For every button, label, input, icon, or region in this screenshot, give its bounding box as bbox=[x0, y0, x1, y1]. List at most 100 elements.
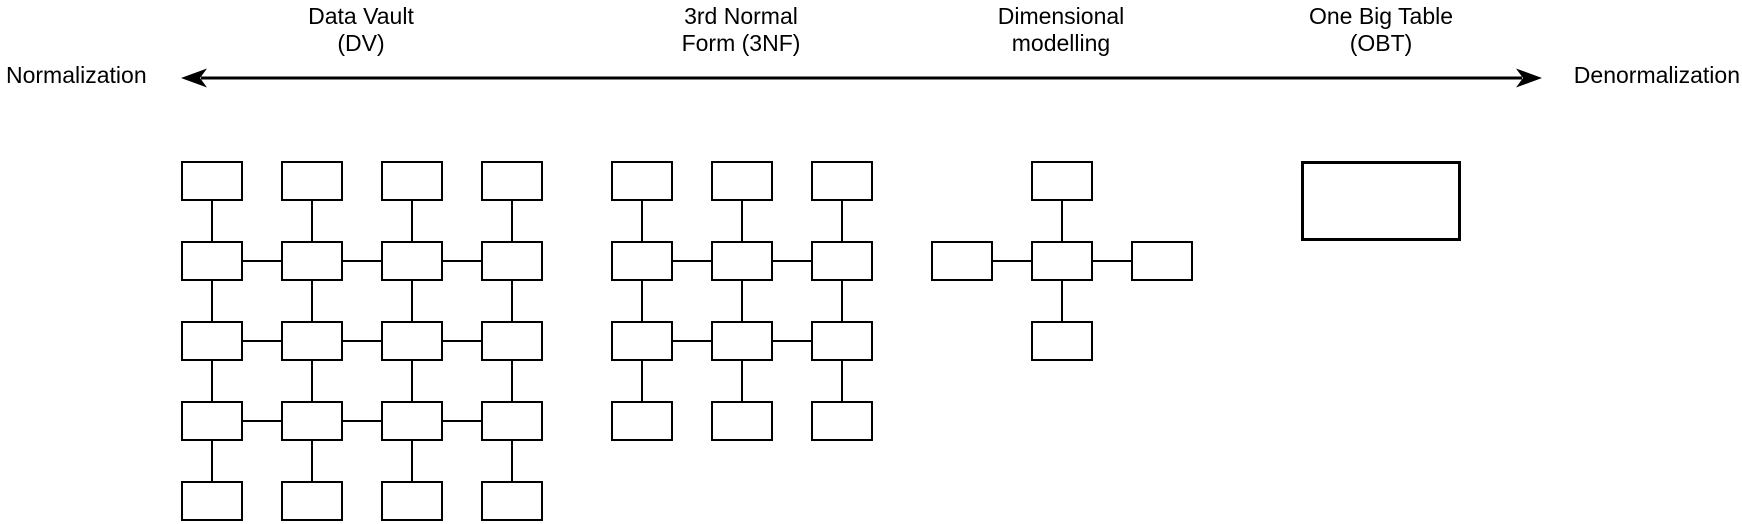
connector-line bbox=[443, 340, 481, 342]
connector-line bbox=[773, 260, 811, 262]
entity-box bbox=[811, 321, 873, 361]
connector-line bbox=[311, 201, 313, 241]
entity-box bbox=[181, 481, 243, 521]
connector-line bbox=[841, 361, 843, 401]
entity-box bbox=[381, 401, 443, 441]
title-line: 3rd Normal bbox=[684, 3, 798, 29]
entity-box bbox=[1031, 161, 1093, 201]
arrowhead-left-icon bbox=[181, 68, 207, 88]
data-vault-title: Data Vault (DV) bbox=[231, 3, 491, 57]
entity-box bbox=[281, 161, 343, 201]
entity-box bbox=[281, 481, 343, 521]
entity-box bbox=[481, 241, 543, 281]
connector-line bbox=[343, 420, 381, 422]
connector-line bbox=[841, 201, 843, 241]
connector-line bbox=[511, 281, 513, 321]
entity-box bbox=[1301, 161, 1461, 241]
entity-box bbox=[611, 321, 673, 361]
entity-box bbox=[1031, 241, 1093, 281]
entity-box bbox=[811, 241, 873, 281]
connector-line bbox=[773, 340, 811, 342]
entity-box bbox=[711, 401, 773, 441]
arrowhead-right-icon bbox=[1516, 68, 1542, 88]
entity-box bbox=[711, 161, 773, 201]
connector-line bbox=[211, 201, 213, 241]
connector-line bbox=[343, 260, 381, 262]
entity-box bbox=[281, 321, 343, 361]
entity-box bbox=[181, 241, 243, 281]
connector-line bbox=[243, 340, 281, 342]
connector-line bbox=[411, 441, 413, 481]
entity-box bbox=[381, 241, 443, 281]
connector-line bbox=[1093, 260, 1131, 262]
connector-line bbox=[841, 281, 843, 321]
entity-box bbox=[281, 401, 343, 441]
connector-line bbox=[211, 281, 213, 321]
connector-line bbox=[511, 201, 513, 241]
title-line: modelling bbox=[1011, 30, 1111, 56]
connector-line bbox=[741, 201, 743, 241]
connector-line bbox=[411, 281, 413, 321]
entity-box bbox=[481, 321, 543, 361]
title-line: Dimensional bbox=[997, 3, 1125, 29]
normalization-label: Normalization bbox=[6, 62, 147, 88]
connector-line bbox=[1061, 281, 1063, 321]
entity-box bbox=[611, 161, 673, 201]
entity-box bbox=[711, 241, 773, 281]
entity-box bbox=[481, 401, 543, 441]
connector-line bbox=[211, 441, 213, 481]
connector-line bbox=[511, 361, 513, 401]
title-line: (OBT) bbox=[1349, 30, 1413, 56]
entity-box bbox=[1131, 241, 1193, 281]
title-line: One Big Table bbox=[1308, 3, 1454, 29]
connector-line bbox=[411, 361, 413, 401]
connector-line bbox=[311, 361, 313, 401]
entity-box bbox=[611, 401, 673, 441]
title-line: Data Vault bbox=[308, 3, 414, 29]
connector-line bbox=[641, 361, 643, 401]
entity-box bbox=[931, 241, 993, 281]
entity-box bbox=[481, 481, 543, 521]
connector-line bbox=[211, 361, 213, 401]
entity-box bbox=[711, 321, 773, 361]
entity-box bbox=[611, 241, 673, 281]
entity-box bbox=[181, 401, 243, 441]
entity-box bbox=[381, 321, 443, 361]
entity-box bbox=[381, 481, 443, 521]
one-big-table-title: One Big Table (OBT) bbox=[1251, 3, 1511, 57]
title-line: (DV) bbox=[337, 30, 385, 56]
connector-line bbox=[1061, 201, 1063, 241]
entity-box bbox=[181, 321, 243, 361]
connector-line bbox=[443, 260, 481, 262]
entity-box bbox=[811, 161, 873, 201]
connector-line bbox=[411, 201, 413, 241]
connector-line bbox=[243, 260, 281, 262]
connector-line bbox=[741, 361, 743, 401]
entity-box bbox=[811, 401, 873, 441]
connector-line bbox=[673, 260, 711, 262]
entity-box bbox=[481, 161, 543, 201]
entity-box bbox=[281, 241, 343, 281]
connector-line bbox=[343, 340, 381, 342]
title-line: Form (3NF) bbox=[681, 30, 801, 56]
connector-line bbox=[993, 260, 1031, 262]
connector-line bbox=[741, 281, 743, 321]
entity-box bbox=[381, 161, 443, 201]
dimensional-modelling-title: Dimensional modelling bbox=[931, 3, 1191, 57]
denormalization-label: Denormalization bbox=[1573, 62, 1740, 88]
connector-line bbox=[511, 441, 513, 481]
connector-line bbox=[641, 201, 643, 241]
connector-line bbox=[311, 441, 313, 481]
connector-line bbox=[311, 281, 313, 321]
entity-box bbox=[181, 161, 243, 201]
connector-line bbox=[641, 281, 643, 321]
connector-line bbox=[243, 420, 281, 422]
entity-box bbox=[1031, 321, 1093, 361]
third-normal-form-title: 3rd Normal Form (3NF) bbox=[611, 3, 871, 57]
